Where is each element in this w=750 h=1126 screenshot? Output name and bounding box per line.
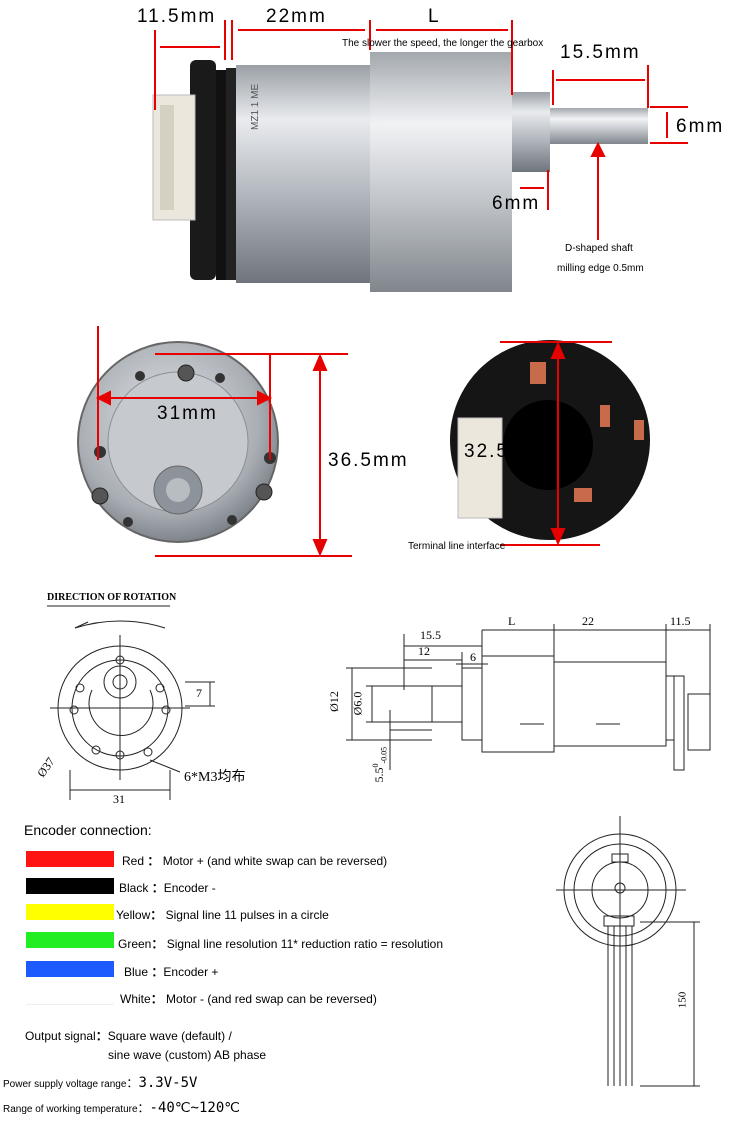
shaft-note-2: milling edge 0.5mm [557, 263, 644, 274]
middle-photos [77, 326, 650, 557]
wire-swatch-black [26, 878, 114, 894]
wire-row-green: Green： Signal line resolution 11* reduct… [118, 937, 443, 951]
output-signal: Output signal：Square wave (default) / [25, 1029, 232, 1043]
side-dim-L: L [508, 614, 516, 628]
supply-voltage: Power supply voltage range：3.3V-5V [3, 1075, 198, 1091]
front-offset: 7 [196, 686, 202, 700]
dim-body-diameter: 36.5mm [328, 450, 409, 471]
side-dia-6: Ø6.0 [350, 691, 365, 716]
side-tolerance: 5.50-0.05 [371, 746, 389, 783]
output-signal-line-2: sine wave (custom) AB phase [108, 1048, 267, 1062]
shaft-note-1: D-shaped shaft [565, 243, 633, 254]
side-dim-12: 12 [418, 644, 430, 658]
dim-shaft-diameter: 6mm [676, 116, 725, 137]
rotation-title: DIRECTION OF ROTATION [47, 592, 177, 603]
motor-side-photo: MZ1 1 ME [152, 20, 688, 292]
front-width: 31 [113, 792, 125, 806]
side-dim-6: 6 [470, 650, 476, 664]
wire-swatch-red [26, 851, 114, 867]
screw-note: 6*M3均布 [184, 770, 246, 785]
dim-encoder-length: 11.5mm [137, 6, 217, 27]
encoder-connection-title: Encoder connection: [24, 822, 152, 838]
wire-swatch-yellow [26, 904, 114, 920]
wire-swatch-blue [26, 961, 114, 977]
working-temperature: Range of working temperature：-40℃~120℃ [3, 1100, 240, 1116]
wire-swatch-white [26, 988, 114, 1005]
dim-hole-spacing: 31mm [157, 403, 218, 424]
wire-row-white: White： Motor - (and red swap can be reve… [120, 992, 377, 1006]
dim-gearbox-length: L [428, 6, 441, 27]
dim-encoder-diameter: 32.5mm [464, 441, 545, 462]
wire-row-red: Red ： Motor + (and white swap can be rev… [122, 854, 388, 868]
dim-motor-length: 22mm [266, 6, 327, 27]
dim-shaft-length: 15.5mm [560, 42, 641, 63]
wire-swatch-green [26, 932, 114, 948]
side-dim-11-5: 11.5 [670, 614, 691, 628]
wire-row-yellow: Yellow： Signal line 11 pulses in a circl… [116, 908, 329, 922]
side-dim-15-5: 15.5 [420, 628, 441, 642]
gearbox-note: The slower the speed, the longer the gea… [342, 38, 544, 49]
encoder-lead-length: 150 [676, 991, 689, 1009]
side-dim-22: 22 [582, 614, 594, 628]
dim-collar-length: 6mm [492, 193, 541, 214]
terminal-note: Terminal line interface [408, 541, 506, 552]
wire-row-black: Black ：Encoder - [119, 881, 216, 895]
side-dia-12: Ø12 [326, 691, 341, 712]
wire-row-blue: Blue ：Encoder + [124, 965, 219, 979]
motor-marking: MZ1 1 ME [250, 84, 261, 130]
